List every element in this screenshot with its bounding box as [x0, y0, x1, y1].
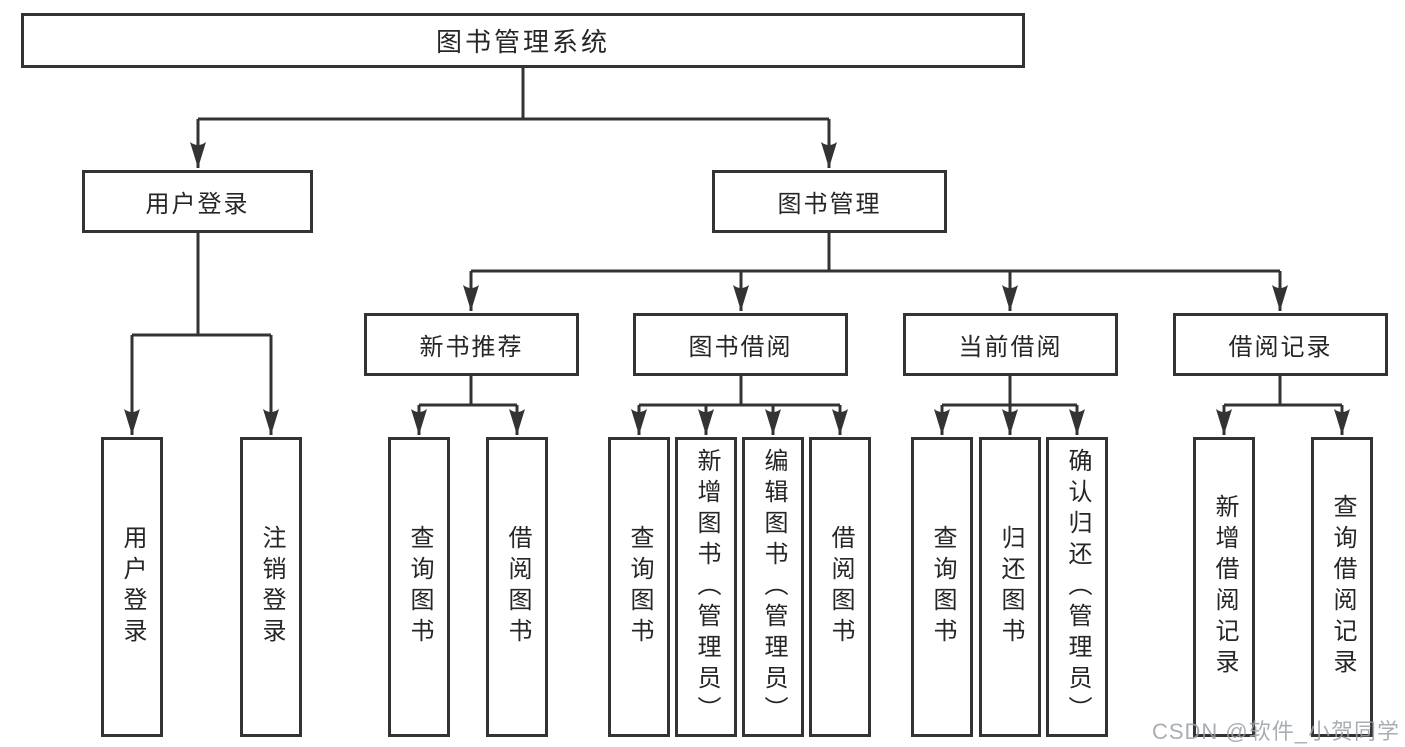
node-user-login: 用户登录: [82, 170, 313, 233]
node-leaf-bb-edit-books-admin-label: 编辑图书（管理员）: [760, 447, 787, 727]
node-borrow-records-label: 借阅记录: [1228, 334, 1333, 361]
node-leaf-bb-edit-books-admin: 编辑图书（管理员）: [742, 437, 804, 737]
node-leaf-bb-add-books-admin-label: 新增图书（管理员）: [693, 447, 720, 727]
node-leaf-logout-label: 注销登录: [258, 525, 285, 649]
node-root-system-label: 图书管理系统: [435, 27, 610, 57]
node-leaf-nb-borrow-books: 借阅图书: [486, 437, 548, 737]
node-user-login-label: 用户登录: [145, 191, 250, 218]
node-leaf-bb-borrow-books-label: 借阅图书: [827, 525, 854, 649]
watermark: CSDN @软件_小贺同学: [1151, 719, 1400, 744]
node-borrow-records: 借阅记录: [1173, 313, 1388, 376]
node-leaf-nb-query-books-label: 查询图书: [406, 525, 433, 649]
node-root-system: 图书管理系统: [21, 13, 1025, 68]
node-leaf-cb-confirm-return-admin: 确认归还（管理员）: [1046, 437, 1108, 737]
node-leaf-user-login: 用户登录: [101, 437, 163, 737]
node-leaf-cb-query-books: 查询图书: [911, 437, 973, 737]
node-leaf-br-add-record-label: 新增借阅记录: [1211, 494, 1238, 680]
node-leaf-nb-query-books: 查询图书: [388, 437, 450, 737]
node-leaf-nb-borrow-books-label: 借阅图书: [504, 525, 531, 649]
node-leaf-logout: 注销登录: [240, 437, 302, 737]
node-leaf-cb-return-books: 归还图书: [979, 437, 1041, 737]
node-leaf-bb-query-books: 查询图书: [608, 437, 670, 737]
node-current-borrow: 当前借阅: [903, 313, 1118, 376]
node-leaf-user-login-label: 用户登录: [119, 525, 146, 649]
node-leaf-bb-query-books-label: 查询图书: [626, 525, 653, 649]
node-book-borrow-label: 图书借阅: [688, 334, 793, 361]
node-leaf-bb-borrow-books: 借阅图书: [809, 437, 871, 737]
node-leaf-br-add-record: 新增借阅记录: [1193, 437, 1255, 737]
node-leaf-cb-return-books-label: 归还图书: [997, 525, 1024, 649]
node-leaf-br-query-record-label: 查询借阅记录: [1329, 494, 1356, 680]
node-leaf-br-query-record: 查询借阅记录: [1311, 437, 1373, 737]
node-leaf-bb-add-books-admin: 新增图书（管理员）: [675, 437, 737, 737]
node-book-borrow: 图书借阅: [633, 313, 848, 376]
node-current-borrow-label: 当前借阅: [958, 334, 1063, 361]
node-new-book-recommend: 新书推荐: [364, 313, 579, 376]
node-leaf-cb-confirm-return-admin-label: 确认归还（管理员）: [1064, 447, 1091, 727]
node-book-management: 图书管理: [712, 170, 947, 233]
node-leaf-cb-query-books-label: 查询图书: [929, 525, 956, 649]
node-new-book-recommend-label: 新书推荐: [419, 334, 524, 361]
node-book-management-label: 图书管理: [777, 191, 882, 218]
